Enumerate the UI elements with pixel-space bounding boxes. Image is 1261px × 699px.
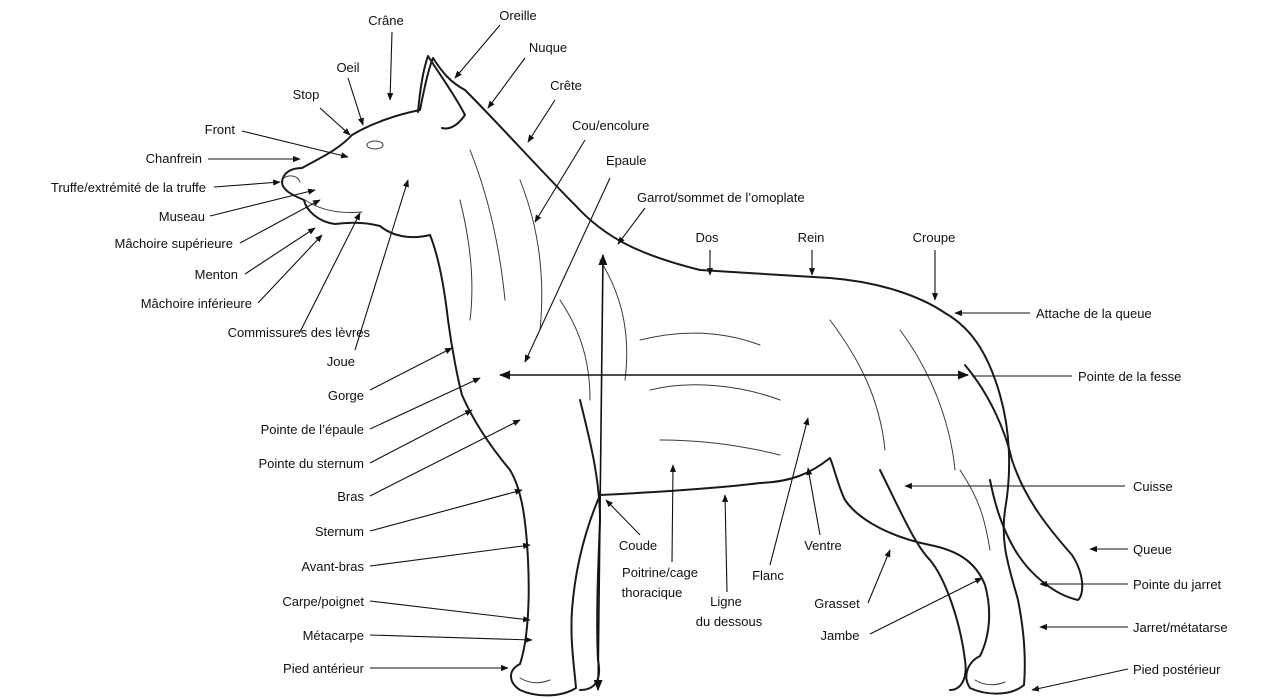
label-chanfrein: Chanfrein bbox=[146, 151, 202, 166]
label-pied-posterieur: Pied postérieur bbox=[1133, 662, 1221, 677]
label-bras: Bras bbox=[337, 489, 364, 504]
label-crete: Crête bbox=[550, 78, 582, 93]
label-nuque: Nuque bbox=[529, 40, 567, 55]
dog-mouth bbox=[305, 200, 362, 213]
label-attache-queue: Attache de la queue bbox=[1036, 306, 1152, 321]
height-measure-arrow bbox=[598, 255, 603, 690]
label-machoire-sup: Mâchoire supérieure bbox=[114, 236, 233, 251]
label-grasset: Grasset bbox=[814, 596, 860, 611]
dog-tail bbox=[965, 365, 1082, 600]
label-poitrine-1: Poitrine/cage bbox=[622, 565, 698, 580]
label-ventre: Ventre bbox=[804, 538, 842, 553]
label-machoire-inf: Mâchoire inférieure bbox=[141, 296, 252, 311]
label-rein: Rein bbox=[798, 230, 825, 245]
label-epaule: Epaule bbox=[606, 153, 646, 168]
label-pointe-fesse: Pointe de la fesse bbox=[1078, 369, 1181, 384]
label-coude: Coude bbox=[619, 538, 657, 553]
label-flanc: Flanc bbox=[752, 568, 784, 583]
label-pointe-jarret: Pointe du jarret bbox=[1133, 577, 1222, 592]
label-gorge: Gorge bbox=[328, 388, 364, 403]
label-dos: Dos bbox=[695, 230, 719, 245]
label-jambe: Jambe bbox=[820, 628, 859, 643]
label-cou: Cou/encolure bbox=[572, 118, 649, 133]
label-cuisse: Cuisse bbox=[1133, 479, 1173, 494]
label-sternum: Sternum bbox=[315, 524, 364, 539]
label-front: Front bbox=[205, 122, 236, 137]
label-garrot: Garrot/sommet de l’omoplate bbox=[637, 190, 805, 205]
dog-far-hind-leg bbox=[880, 470, 966, 690]
label-croupe: Croupe bbox=[913, 230, 956, 245]
dog-detail-thigh bbox=[830, 320, 990, 550]
labels: Crâne Oreille Nuque Crête Oeil Stop Fron… bbox=[51, 8, 1228, 677]
label-stop: Stop bbox=[293, 87, 320, 102]
label-ligne-1: Ligne bbox=[710, 594, 742, 609]
label-pointe-sternum: Pointe du sternum bbox=[258, 456, 364, 471]
label-oreille: Oreille bbox=[499, 8, 537, 23]
dog-eye bbox=[367, 141, 383, 149]
label-oeil: Oeil bbox=[336, 60, 359, 75]
dog-detail-ribs bbox=[640, 333, 780, 455]
label-avant-bras: Avant-bras bbox=[301, 559, 364, 574]
label-museau: Museau bbox=[159, 209, 205, 224]
label-commissures: Commissures des lèvres bbox=[228, 325, 371, 340]
label-queue: Queue bbox=[1133, 542, 1172, 557]
dog-ear bbox=[418, 56, 465, 128]
dog-nose bbox=[284, 176, 300, 182]
label-pied-anterieur: Pied antérieur bbox=[283, 661, 365, 676]
label-crane: Crâne bbox=[368, 13, 403, 28]
label-pointe-epaule: Pointe de l’épaule bbox=[261, 422, 364, 437]
label-joue: Joue bbox=[327, 354, 355, 369]
label-metacarpe: Métacarpe bbox=[303, 628, 364, 643]
dog-detail-neck bbox=[460, 150, 542, 330]
label-carpe: Carpe/poignet bbox=[282, 594, 364, 609]
label-menton: Menton bbox=[195, 267, 238, 282]
label-truffe: Truffe/extrémité de la truffe bbox=[51, 180, 206, 195]
label-ligne-2: du dessous bbox=[696, 614, 763, 629]
dog-detail-paws bbox=[520, 678, 1005, 685]
dog-detail-shoulder bbox=[560, 260, 627, 400]
label-jarret: Jarret/métatarse bbox=[1133, 620, 1228, 635]
label-poitrine-2: thoracique bbox=[622, 585, 683, 600]
